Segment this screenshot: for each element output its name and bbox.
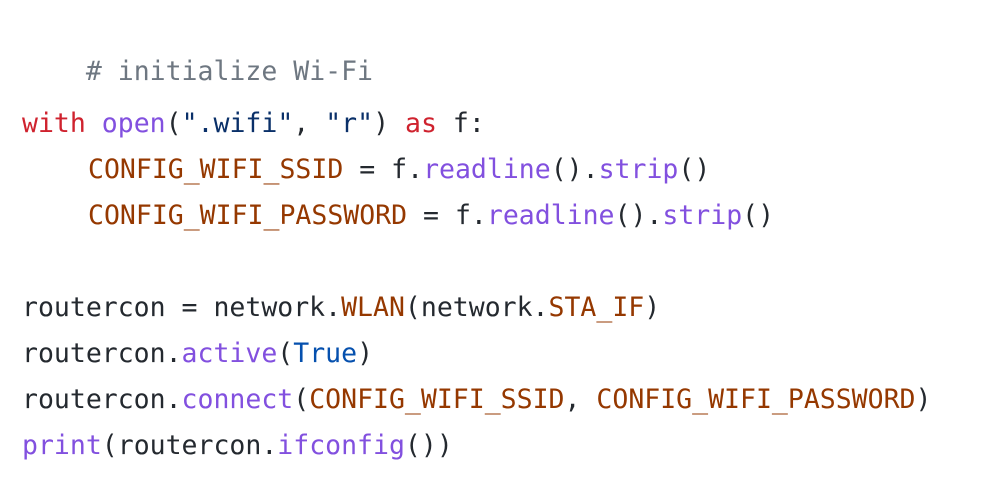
- plain-token: routercon = network.: [22, 292, 342, 323]
- plain-token: (: [165, 108, 182, 139]
- plain-token: [86, 108, 102, 139]
- constant-token: CONFIG_WIFI_PASSWORD: [88, 200, 408, 231]
- function-token: open: [101, 108, 166, 139]
- plain-token: ,: [293, 108, 326, 139]
- plain-token: (network.: [404, 292, 549, 323]
- constant-token: WLAN: [341, 292, 405, 323]
- function-token: connect: [181, 384, 294, 415]
- constant-token: STA_IF: [548, 292, 645, 323]
- code-line-8: print(routercon.ifconfig()): [22, 426, 453, 466]
- plain-token: = f.: [407, 200, 487, 231]
- code-line-3: CONFIG_WIFI_SSID = f.readline().strip(): [22, 150, 710, 190]
- builtin-token: True: [293, 338, 358, 369]
- plain-token: ): [644, 292, 661, 323]
- constant-token: CONFIG_WIFI_SSID: [88, 154, 344, 185]
- string-token: ".wifi": [181, 108, 294, 139]
- plain-token: f:: [436, 108, 485, 139]
- plain-token: ,: [564, 384, 597, 415]
- plain-token: (: [277, 338, 294, 369]
- code-line-4: CONFIG_WIFI_PASSWORD = f.readline().stri…: [22, 196, 774, 236]
- comment-token: # initialize Wi-Fi: [85, 56, 374, 87]
- constant-token: CONFIG_WIFI_PASSWORD: [596, 384, 916, 415]
- plain-token: ): [373, 108, 405, 139]
- plain-token: routercon.: [22, 338, 182, 369]
- function-token: readline: [423, 154, 551, 185]
- string-token: "r": [325, 108, 374, 139]
- function-token: print: [22, 430, 102, 461]
- constant-token: CONFIG_WIFI_SSID: [309, 384, 565, 415]
- function-token: strip: [662, 200, 743, 231]
- plain-token: (: [293, 384, 310, 415]
- code-line-7: routercon.connect(CONFIG_WIFI_SSID, CONF…: [22, 380, 931, 420]
- plain-token: (): [742, 200, 775, 231]
- plain-token: (): [678, 154, 711, 185]
- function-token: readline: [486, 200, 615, 231]
- plain-token: ().: [614, 200, 663, 231]
- function-token: active: [181, 338, 278, 369]
- plain-token: ): [357, 338, 374, 369]
- function-token: ifconfig: [277, 430, 405, 461]
- code-line-5: routercon = network.WLAN(network.STA_IF): [22, 288, 660, 328]
- plain-token: (routercon.: [101, 430, 278, 461]
- plain-token: ): [915, 384, 932, 415]
- code-line-6: routercon.active(True): [22, 334, 373, 374]
- plain-token: = f.: [343, 154, 424, 185]
- code-line-2: with open(".wifi", "r") as f:: [22, 104, 485, 144]
- code-line-1: # initialize Wi-Fi: [22, 12, 373, 87]
- keyword-token: as: [405, 108, 437, 139]
- plain-token: ().: [550, 154, 599, 185]
- plain-token: ()): [404, 430, 453, 461]
- keyword-token: with: [22, 108, 86, 139]
- plain-token: routercon.: [22, 384, 182, 415]
- function-token: strip: [598, 154, 679, 185]
